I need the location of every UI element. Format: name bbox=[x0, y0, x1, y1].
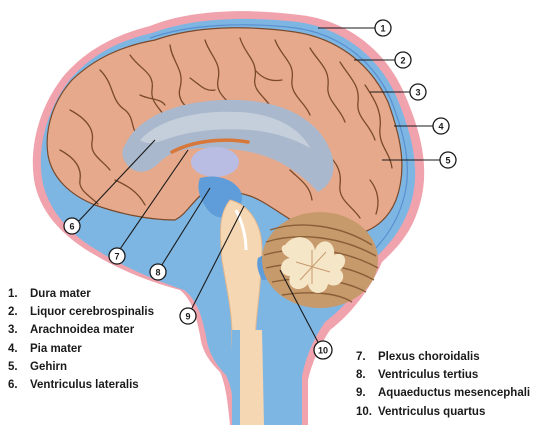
legend-label: Aquaeductus mesencephali bbox=[378, 387, 530, 399]
legend-label: Liquor cerebrospinalis bbox=[30, 306, 154, 318]
svg-text:8: 8 bbox=[155, 268, 160, 278]
legend-label: Arachnoidea mater bbox=[30, 324, 134, 336]
callout-3: 3 bbox=[410, 84, 426, 100]
svg-text:3: 3 bbox=[415, 88, 420, 98]
legend-label: Plexus choroidalis bbox=[378, 351, 480, 363]
cerebellum bbox=[262, 212, 378, 308]
legend-number: 2. bbox=[8, 303, 30, 321]
legend-label: Ventriculus lateralis bbox=[30, 379, 139, 391]
svg-text:6: 6 bbox=[69, 222, 74, 232]
legend-right: 7.Plexus choroidalis 8.Ventriculus terti… bbox=[356, 348, 530, 421]
svg-text:10: 10 bbox=[318, 346, 328, 356]
legend-item: 1.Dura mater bbox=[8, 285, 154, 303]
callout-10: 10 bbox=[314, 341, 332, 359]
legend-item: 3.Arachnoidea mater bbox=[8, 321, 154, 339]
svg-text:5: 5 bbox=[445, 156, 450, 166]
legend-number: 10. bbox=[356, 403, 378, 421]
legend-number: 7. bbox=[356, 348, 378, 366]
legend-number: 6. bbox=[8, 376, 30, 394]
legend-number: 5. bbox=[8, 358, 30, 376]
thalamus bbox=[191, 147, 239, 177]
legend-item: 7.Plexus choroidalis bbox=[356, 348, 530, 366]
callout-5: 5 bbox=[440, 152, 456, 168]
legend-number: 1. bbox=[8, 285, 30, 303]
legend-label: Ventriculus tertius bbox=[378, 369, 478, 381]
callout-1: 1 bbox=[375, 20, 391, 36]
legend-item: 8.Ventriculus tertius bbox=[356, 366, 530, 384]
legend-item: 6.Ventriculus lateralis bbox=[8, 376, 154, 394]
legend-label: Ventriculus quartus bbox=[378, 406, 485, 418]
callout-6: 6 bbox=[64, 218, 80, 234]
legend-item: 9.Aquaeductus mesencephali bbox=[356, 384, 530, 402]
legend-number: 3. bbox=[8, 321, 30, 339]
legend-number: 8. bbox=[356, 366, 378, 384]
svg-text:4: 4 bbox=[438, 122, 443, 132]
callout-4: 4 bbox=[433, 118, 449, 134]
callout-9: 9 bbox=[180, 308, 196, 324]
svg-text:9: 9 bbox=[185, 312, 190, 322]
legend-left: 1.Dura mater 2.Liquor cerebrospinalis 3.… bbox=[8, 285, 154, 394]
callout-7: 7 bbox=[109, 248, 125, 264]
legend-item: 10.Ventriculus quartus bbox=[356, 403, 530, 421]
spinal-cord-core bbox=[240, 330, 264, 425]
callout-8: 8 bbox=[150, 264, 166, 280]
legend-label: Pia mater bbox=[30, 343, 82, 355]
svg-text:2: 2 bbox=[400, 56, 405, 66]
legend-label: Gehirn bbox=[30, 361, 67, 373]
legend-number: 9. bbox=[356, 384, 378, 402]
svg-text:1: 1 bbox=[380, 24, 385, 34]
svg-text:7: 7 bbox=[114, 252, 119, 262]
legend-item: 2.Liquor cerebrospinalis bbox=[8, 303, 154, 321]
legend-item: 4.Pia mater bbox=[8, 340, 154, 358]
legend-label: Dura mater bbox=[30, 288, 91, 300]
legend-item: 5.Gehirn bbox=[8, 358, 154, 376]
callout-2: 2 bbox=[395, 52, 411, 68]
legend-number: 4. bbox=[8, 340, 30, 358]
